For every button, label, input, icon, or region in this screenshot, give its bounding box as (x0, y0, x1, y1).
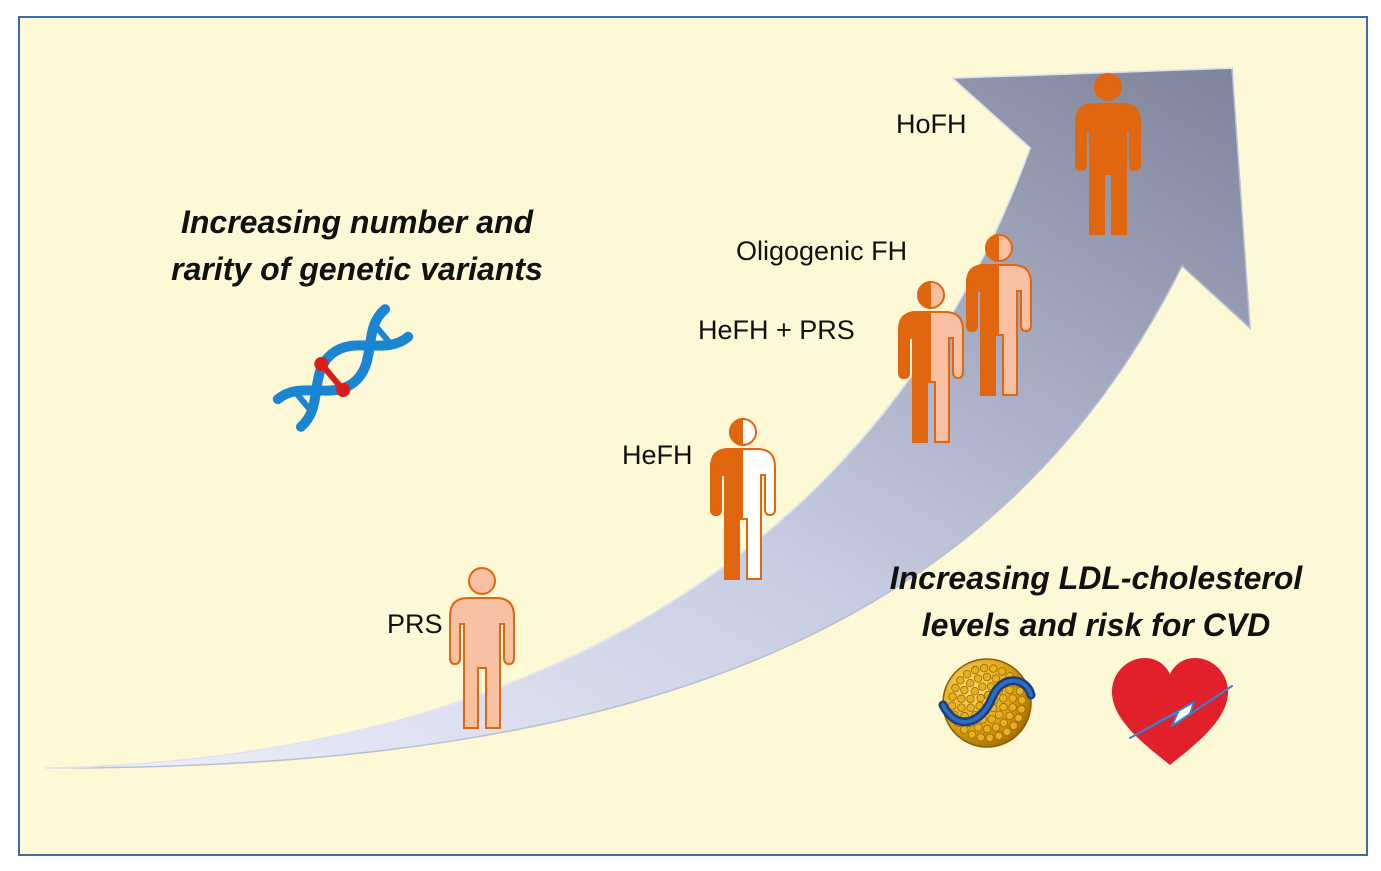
ldl-heading-line1: Increasing LDL-cholesterol (890, 560, 1304, 596)
ldl-surface-dot (982, 672, 992, 682)
person-icon-1 (710, 418, 776, 580)
ldl-surface-dot (994, 731, 1003, 741)
stage-label-prs: PRS (387, 609, 443, 639)
ldl-surface-dot (991, 674, 1000, 683)
ldl-surface-dot (960, 685, 969, 695)
ldl-surface-dot (970, 686, 979, 696)
stage-label-hofh: HoFH (896, 109, 967, 139)
ldl-surface-dot (956, 676, 965, 685)
ldl-surface-dot (973, 674, 983, 683)
ldl-surface-dot (957, 703, 966, 712)
ldl-surface-dot (985, 733, 994, 743)
dna-icon (272, 304, 414, 432)
ldl-surface-dot (994, 710, 1004, 719)
ldl-surface-dot (978, 682, 987, 691)
ldl-surface-dot (1002, 727, 1012, 736)
ldl-surface-dot (966, 694, 975, 704)
ldl-surface-dot (966, 703, 975, 712)
ldl-surface-dot (982, 724, 992, 734)
ldl-surface-dot (1015, 686, 1025, 696)
genetics-heading-line1: Increasing number and (181, 204, 535, 240)
ldl-surface-dot (1017, 696, 1027, 705)
ldl-surface-dot (1009, 721, 1018, 730)
ldl-surface-dot (966, 679, 975, 688)
ldl-surface-dot (976, 693, 985, 703)
ldl-surface-dot (999, 702, 1008, 712)
stage-label-hefh: HeFH (622, 440, 693, 470)
ldl-surface-dot (948, 692, 957, 701)
stage-label-oligogenic-fh: Oligogenic FH (736, 236, 907, 266)
ldl-surface-dot (999, 718, 1008, 727)
ldl-heading-line2: levels and risk for CVD (922, 607, 1271, 643)
ldl-surface-dot (999, 694, 1008, 703)
person-icon-0 (449, 567, 515, 729)
ldl-surface-dot (973, 723, 983, 732)
ldl-surface-dot (1017, 705, 1026, 714)
ldl-surface-dot (970, 665, 980, 675)
ldl-surface-dot (1005, 685, 1014, 695)
ldl-surface-dot (980, 663, 989, 673)
ldl-particle-icon (938, 658, 1036, 748)
ldl-surface-dot (997, 667, 1007, 676)
ldl-surface-dot (960, 725, 969, 734)
ldl-surface-dot (1008, 703, 1017, 712)
person-icon-2 (898, 281, 964, 443)
heart-lightning-icon (1112, 658, 1233, 765)
person-icon-4 (1075, 73, 1141, 235)
ldl-surface-dot (1008, 694, 1017, 703)
genetics-heading-line2: rarity of genetic variants (171, 251, 543, 287)
person-icon-3 (966, 234, 1032, 396)
ldl-surface-dot (987, 715, 996, 724)
ldl-surface-dot (962, 670, 972, 679)
ldl-surface-dot (967, 730, 977, 739)
ldl-surface-dot (989, 664, 998, 673)
ldl-surface-dot (951, 683, 960, 693)
ldl-surface-dot (957, 694, 966, 703)
ldl-surface-dot (976, 733, 985, 742)
ldl-surface-dot (1014, 713, 1023, 723)
ldl-surface-dot (1005, 711, 1014, 721)
ldl-surface-dot (991, 723, 1001, 732)
stage-label-hefh-prs: HeFH + PRS (698, 315, 855, 345)
